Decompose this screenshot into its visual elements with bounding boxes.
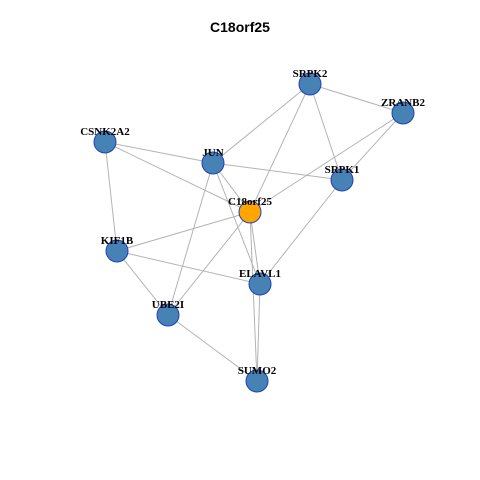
- node-label-ube2i: UBE2I: [152, 299, 184, 311]
- node-ube2i[interactable]: [156, 303, 180, 327]
- node-c18orf25[interactable]: [238, 200, 262, 224]
- edge-srpk2-zranb2: [309, 83, 404, 114]
- node-label-zranb2: ZRANB2: [381, 97, 426, 109]
- edge-srpk1-elavl1: [259, 179, 343, 285]
- edge-csnk2a2-jun: [104, 141, 214, 164]
- edge-zranb2-c18orf25: [249, 112, 404, 213]
- node-label-c18orf25: C18orf25: [228, 196, 272, 208]
- graph-title: C18orf25: [210, 19, 270, 35]
- edge-c18orf25-elavl1: [249, 211, 261, 285]
- node-label-elavl1: ELAVL1: [239, 268, 281, 280]
- edge-jun-srpk1: [212, 162, 343, 181]
- node-elavl1[interactable]: [248, 272, 272, 296]
- edge-jun-ube2i: [167, 162, 214, 316]
- edge-ube2i-sumo2: [167, 314, 258, 382]
- nodes-layer: [93, 72, 415, 393]
- edge-jun-elavl1: [212, 162, 261, 285]
- node-zranb2[interactable]: [391, 101, 415, 125]
- node-label-sumo2: SUMO2: [238, 365, 277, 377]
- edge-zranb2-srpk1: [341, 112, 404, 181]
- node-kif1b[interactable]: [105, 239, 129, 263]
- edge-srpk2-srpk1: [309, 83, 343, 181]
- node-label-jun: JUN: [202, 147, 223, 159]
- node-srpk1[interactable]: [330, 168, 354, 192]
- node-label-csnk2a2: CSNK2A2: [80, 126, 130, 138]
- node-csnk2a2[interactable]: [93, 130, 117, 154]
- edge-elavl1-sumo2: [256, 283, 261, 382]
- node-label-kif1b: KIF1B: [101, 235, 134, 247]
- edge-csnk2a2-kif1b: [104, 141, 118, 252]
- edge-kif1b-ube2i: [116, 250, 169, 316]
- edge-kif1b-elavl1: [116, 250, 261, 285]
- node-label-srpk2: SRPK2: [293, 68, 328, 80]
- node-sumo2[interactable]: [245, 369, 269, 393]
- edge-c18orf25-kif1b: [116, 211, 251, 252]
- edges-layer: [104, 83, 404, 382]
- edge-c18orf25-ube2i: [167, 211, 251, 316]
- edge-srpk2-c18orf25: [249, 83, 311, 213]
- node-srpk2[interactable]: [298, 72, 322, 96]
- node-jun[interactable]: [201, 151, 225, 175]
- edge-srpk2-jun: [212, 83, 311, 164]
- node-label-srpk1: SRPK1: [325, 164, 360, 176]
- edge-c18orf25-sumo2: [249, 211, 258, 382]
- edge-csnk2a2-c18orf25: [104, 141, 251, 213]
